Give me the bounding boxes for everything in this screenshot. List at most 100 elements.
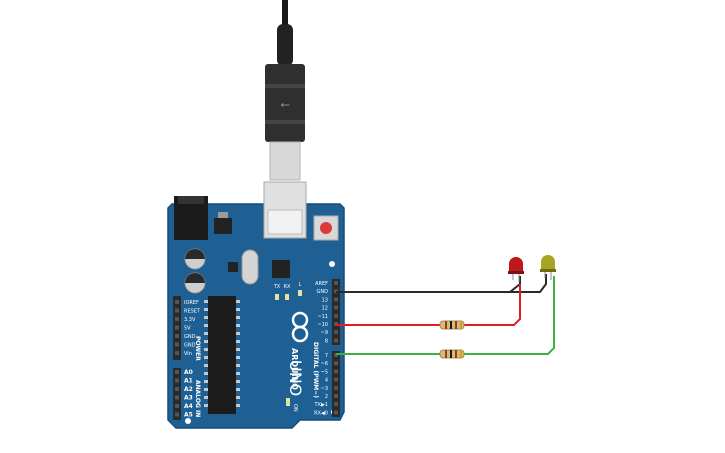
- led-yellow-body: [541, 255, 555, 270]
- header-pin[interactable]: [175, 412, 179, 417]
- digital-header-bottom[interactable]: [332, 351, 340, 417]
- wire-gnd[interactable]: [336, 276, 521, 293]
- mounting-hole: [185, 418, 191, 424]
- power-pin-label: IOREF: [184, 300, 199, 306]
- chip-pin: [236, 340, 240, 343]
- chip-pin: [236, 332, 240, 335]
- header-pin[interactable]: [175, 395, 179, 400]
- header-pin[interactable]: [175, 334, 179, 338]
- mounting-hole: [329, 261, 335, 267]
- led-yellow-rim: [540, 269, 556, 272]
- analog-pin-label: A0: [184, 369, 193, 376]
- digital-header-top[interactable]: [332, 279, 340, 345]
- analog-pin-label: A3: [184, 395, 193, 402]
- chip-pin: [236, 316, 240, 319]
- resistor-2[interactable]: [439, 349, 465, 359]
- chip-pin: [236, 388, 240, 391]
- tx-led: [275, 294, 279, 300]
- header-pin[interactable]: [334, 369, 338, 374]
- header-pin[interactable]: [334, 330, 338, 335]
- chip-pin: [204, 332, 208, 335]
- rx-led: [285, 294, 289, 300]
- chip-pin: [204, 340, 208, 343]
- rx-label: RX: [284, 284, 291, 290]
- chip-pin: [236, 372, 240, 375]
- arduino-board[interactable]: TX RX L ON ARDUINO UNO POWER IOREFRESET3…: [167, 181, 345, 429]
- usb-cable[interactable]: ⭠: [265, 0, 305, 181]
- header-pin[interactable]: [175, 342, 179, 347]
- header-pin[interactable]: [175, 370, 179, 374]
- usb-jack-opening: [267, 209, 303, 235]
- digital-pin-label: 13: [322, 297, 328, 303]
- wire-pin7[interactable]: [336, 276, 555, 355]
- header-pin[interactable]: [334, 385, 338, 390]
- led-red-rim: [508, 271, 524, 274]
- resistor-band: [445, 321, 447, 329]
- logo-loop-right-icon: [291, 325, 309, 343]
- chip-pin: [236, 348, 240, 351]
- header-pin[interactable]: [175, 378, 179, 383]
- chip-pin: [204, 300, 208, 303]
- digital-pin-label: 2: [325, 394, 328, 400]
- l-label: L: [299, 282, 302, 288]
- digital-pin-label: ~10: [317, 322, 328, 328]
- header-pin[interactable]: [175, 325, 179, 330]
- header-pin[interactable]: [334, 402, 338, 407]
- chip-pin: [236, 308, 240, 311]
- header-pin[interactable]: [334, 394, 338, 398]
- power-pin-label: 5V: [184, 326, 191, 332]
- header-pin[interactable]: [175, 308, 179, 313]
- chip-pin: [204, 372, 208, 375]
- chip-pin: [236, 404, 240, 407]
- header-pin[interactable]: [334, 361, 338, 366]
- analog-pin-label: A5: [184, 412, 193, 419]
- arduino-logo: ARDUINO UNO: [286, 311, 309, 396]
- chip-pin: [204, 308, 208, 311]
- header-pin[interactable]: [175, 404, 179, 408]
- digital-pin-label: ~3: [321, 386, 328, 392]
- header-pin[interactable]: [175, 387, 179, 391]
- brand-text: ARDUINO: [290, 348, 299, 390]
- chip-pin: [204, 404, 208, 407]
- resistor-1[interactable]: [439, 320, 465, 330]
- header-pin[interactable]: [334, 305, 338, 310]
- l-led: [298, 290, 302, 296]
- resistor-band: [455, 321, 457, 329]
- chip-pin: [204, 388, 208, 391]
- chip-pin: [236, 300, 240, 303]
- digital-pin-label: GND: [317, 289, 329, 295]
- header-pin[interactable]: [334, 410, 338, 415]
- header-pin[interactable]: [175, 317, 179, 321]
- wires: [336, 274, 555, 355]
- header-pin[interactable]: [175, 351, 179, 355]
- led-red[interactable]: [508, 257, 524, 282]
- resistor-band: [455, 350, 457, 358]
- capacitor-marking: [185, 273, 205, 283]
- on-label: ON: [292, 404, 298, 412]
- reset-button-cap[interactable]: [320, 222, 332, 234]
- digital-header-title: DIGITAL (PWM~): [312, 342, 319, 398]
- small-chip: [228, 262, 238, 272]
- led-yellow[interactable]: [540, 255, 556, 280]
- power-pin-label: RESET: [184, 309, 201, 315]
- header-pin[interactable]: [334, 281, 338, 285]
- header-pin[interactable]: [175, 300, 179, 304]
- digital-pin-label: 12: [322, 306, 328, 312]
- header-pin[interactable]: [334, 377, 338, 382]
- microcontroller-chip: [208, 296, 236, 414]
- chip-pin: [204, 316, 208, 319]
- wire-pin10[interactable]: [336, 284, 521, 326]
- chip-pin: [204, 348, 208, 351]
- power-pin-label: GND: [184, 334, 196, 340]
- analog-header[interactable]: [173, 368, 181, 420]
- header-pin[interactable]: [334, 313, 338, 318]
- usb-chip: [272, 260, 290, 278]
- header-pin[interactable]: [334, 297, 338, 302]
- digital-pin-label: 7: [325, 353, 328, 359]
- usb-strain-relief: [277, 24, 293, 66]
- chip-pin: [236, 324, 240, 327]
- wire-gnd-led2[interactable]: [510, 274, 547, 293]
- analog-pin-label: A2: [184, 386, 193, 393]
- header-pin[interactable]: [334, 338, 338, 343]
- chip-pin: [236, 396, 240, 399]
